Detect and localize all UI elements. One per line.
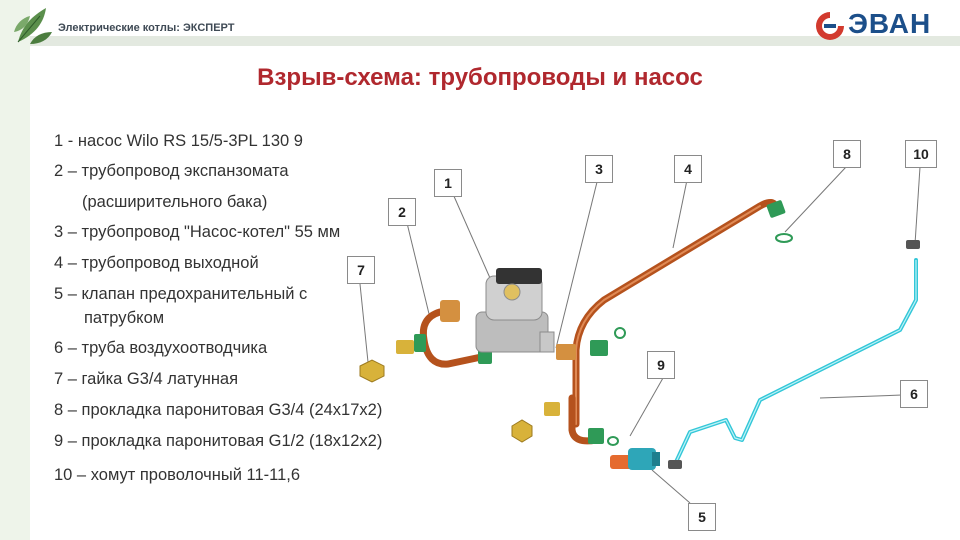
callout-1: 1 bbox=[434, 169, 462, 197]
logo-emblem-icon bbox=[816, 12, 844, 40]
callout-5: 5 bbox=[688, 503, 716, 531]
pipe-3-fitting bbox=[588, 428, 604, 444]
legend-item-5-cont: патрубком bbox=[84, 309, 165, 327]
legend-item-6: 6 – труба воздухоотводчика bbox=[54, 339, 268, 357]
wire-clamp-lower bbox=[668, 460, 682, 469]
callout-2: 2 bbox=[388, 198, 416, 226]
air-vent-tube bbox=[674, 258, 918, 464]
safety-valve bbox=[610, 448, 660, 470]
green-fitting-left bbox=[414, 334, 426, 352]
logo-text: ЭВАН bbox=[848, 8, 932, 39]
legend-item-4: 4 – трубопровод выходной bbox=[54, 254, 259, 272]
pump bbox=[475, 268, 555, 353]
header: Электрические котлы: ЭКСПЕРТ ЭВАН bbox=[0, 0, 960, 46]
header-subtitle: Электрические котлы: ЭКСПЕРТ bbox=[58, 22, 235, 34]
legend-item-7: 7 – гайка G3/4 латунная bbox=[54, 370, 239, 388]
gasket-near-pump bbox=[614, 327, 626, 339]
callout-4: 4 bbox=[674, 155, 702, 183]
leaf-decoration-icon bbox=[14, 8, 52, 44]
brass-nut-7 bbox=[359, 359, 385, 383]
legend-item-10: 10 – хомут проволочный 11-11,6 bbox=[54, 466, 301, 484]
leader-lines bbox=[359, 166, 921, 504]
page-title: Взрыв-схема: трубопроводы и насос bbox=[257, 64, 703, 91]
callout-9: 9 bbox=[647, 351, 675, 379]
pipe-4-fitting bbox=[590, 340, 608, 356]
legend-item-2: 2 – трубопровод экспанзомата bbox=[54, 162, 289, 180]
pipe-2-nut bbox=[440, 300, 460, 322]
callout-3: 3 bbox=[585, 155, 613, 183]
left-side-bar bbox=[0, 0, 30, 540]
brass-fitting-lower bbox=[544, 402, 560, 416]
legend-item-3: 3 – трубопровод "Насос-котел" 55 мм bbox=[54, 223, 341, 241]
brass-nut-lower bbox=[511, 419, 533, 443]
pipe-3-nut bbox=[556, 344, 576, 360]
brass-fitting-left bbox=[396, 340, 414, 354]
legend-item-1: 1 - насос Wilo RS 15/5-3PL 130 9 bbox=[54, 132, 303, 150]
outlet-pipe-fitting bbox=[766, 200, 786, 218]
callout-6: 6 bbox=[900, 380, 928, 408]
legend-item-5: 5 – клапан предохранительный с bbox=[54, 285, 308, 303]
gasket-8 bbox=[775, 233, 793, 243]
gasket-9 bbox=[607, 436, 619, 446]
callout-10: 10 bbox=[905, 140, 937, 168]
callout-8: 8 bbox=[833, 140, 861, 168]
wire-clamp-10 bbox=[906, 240, 920, 249]
legend-item-8: 8 – прокладка паронитовая G3/4 (24x17x2) bbox=[54, 401, 383, 419]
legend-item-2-cont: (расширительного бака) bbox=[82, 193, 268, 211]
callout-7: 7 bbox=[347, 256, 375, 284]
legend-item-9: 9 – прокладка паронитовая G1/2 (18x12x2) bbox=[54, 432, 383, 450]
evan-logo: ЭВАН bbox=[814, 6, 944, 42]
header-band bbox=[30, 36, 960, 46]
